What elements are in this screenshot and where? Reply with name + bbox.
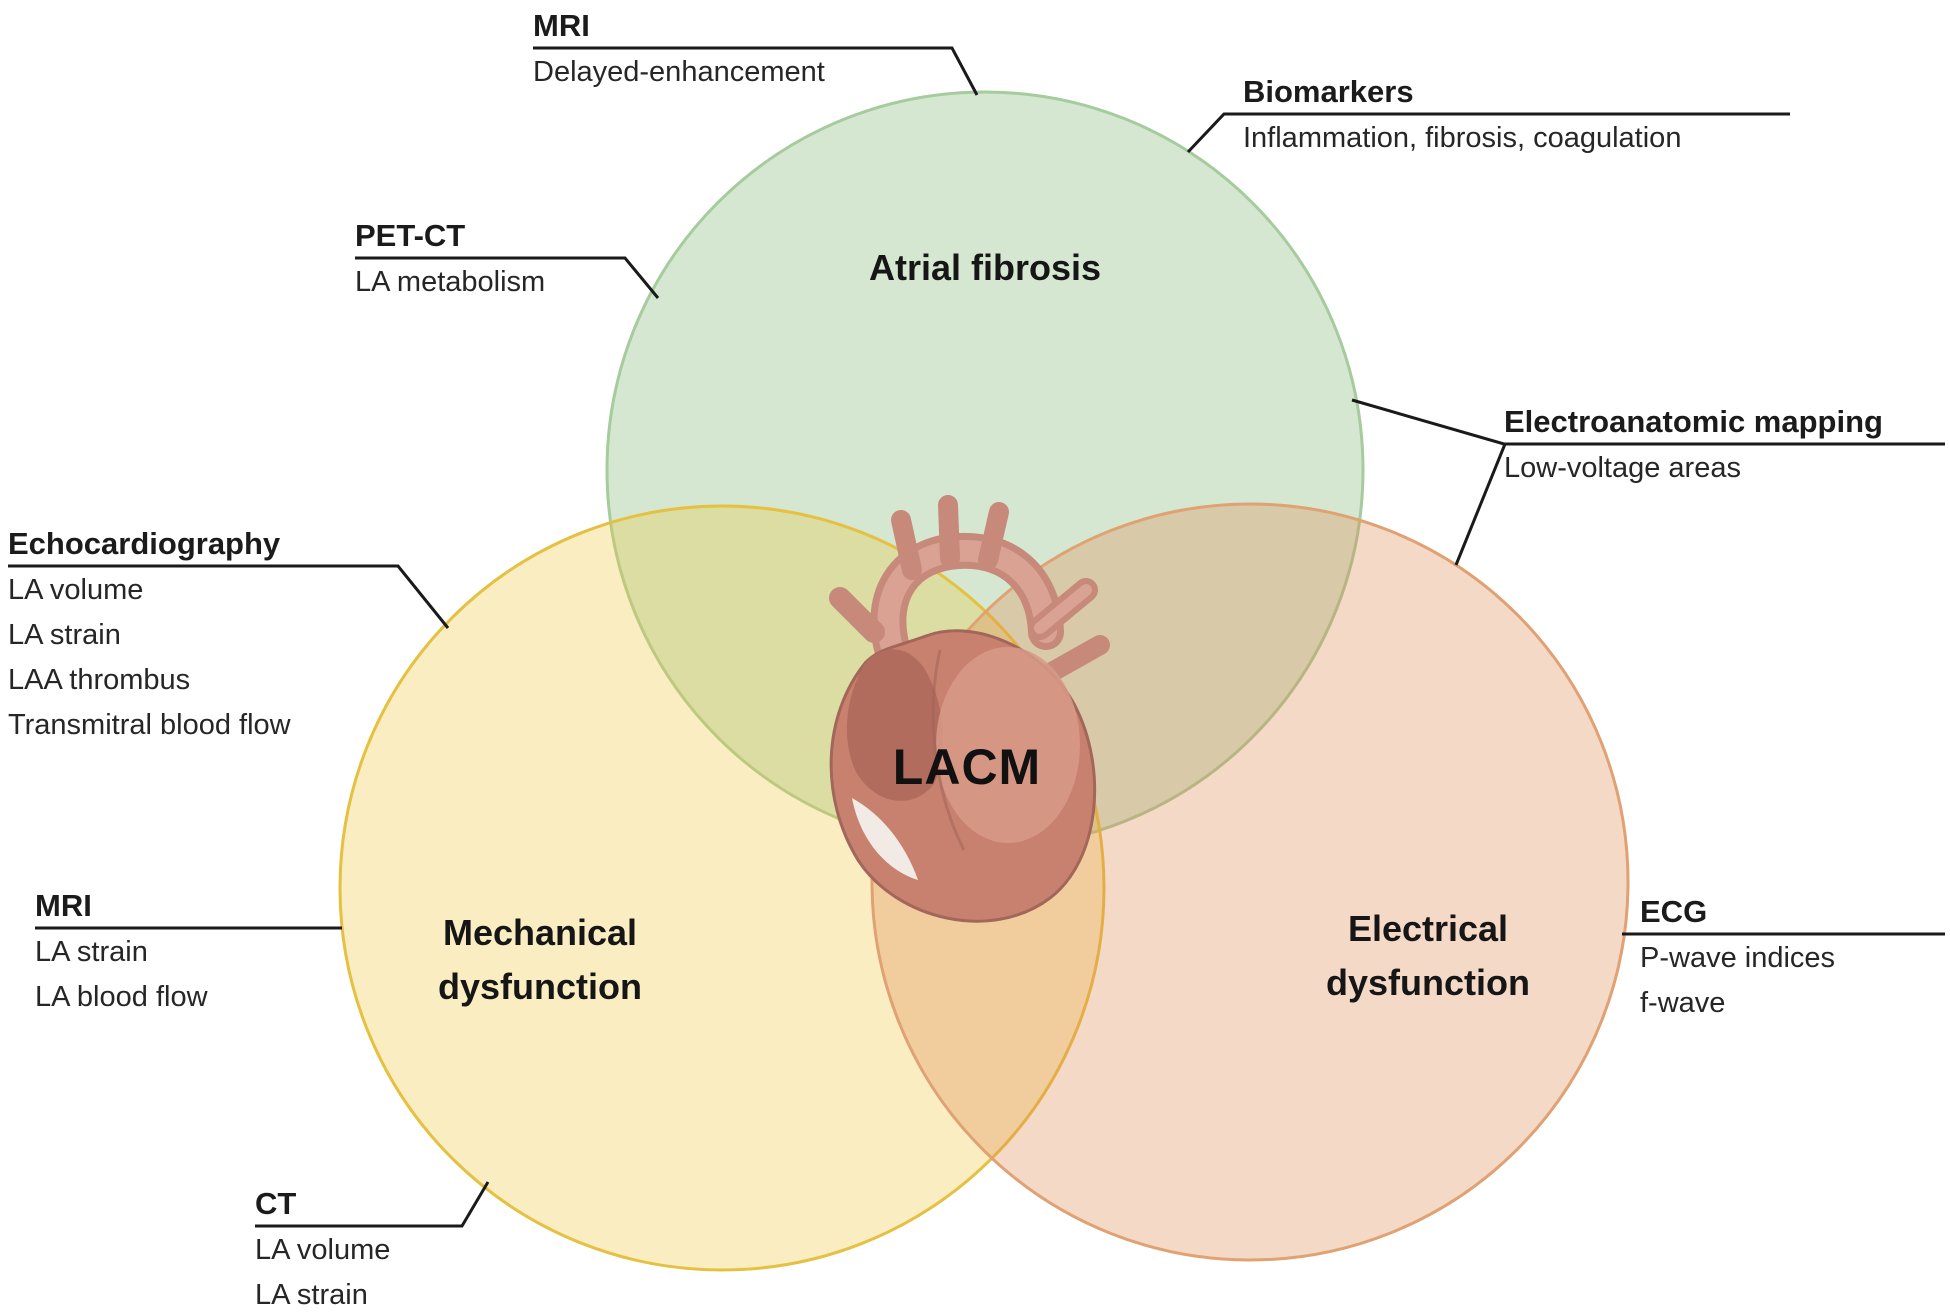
- callout-detail: LA blood flow: [35, 981, 208, 1013]
- vessel-branch-right: [978, 502, 1009, 570]
- callout-electroanatomic-mapping: Electroanatomic mapping Low-voltage area…: [1504, 404, 1883, 491]
- heart-illustration: [829, 495, 1110, 923]
- electrical-dysfunction-label: Electrical dysfunction: [1326, 908, 1530, 1003]
- pulmonary-vein-right-lower: [1042, 635, 1110, 682]
- callout-detail: P-wave indices: [1640, 942, 1836, 974]
- callout-ecg: ECG P-wave indices f-wave: [1640, 894, 1835, 1026]
- pulmonary-vein-left: [829, 587, 885, 643]
- left-atrium-region: [846, 649, 944, 801]
- callout-title: MRI: [35, 888, 92, 923]
- heart-white-streak: [852, 798, 918, 880]
- callout-detail: f-wave: [1640, 987, 1726, 1019]
- leader-line-pet-ct: [355, 256, 660, 299]
- callout-detail: Delayed-enhancement: [533, 56, 825, 88]
- callout-detail: LAA thrombus: [8, 664, 191, 696]
- callout-title: PET-CT: [355, 218, 466, 253]
- mechanical-dysfunction-label: Mechanical dysfunction: [438, 912, 642, 1007]
- callout-title: CT: [255, 1186, 297, 1221]
- vessel-branch-mid: [938, 495, 960, 568]
- callout-mri-mechanical: MRI LA strain LA blood flow: [35, 888, 208, 1020]
- atrial-fibrosis-label: Atrial fibrosis: [868, 247, 1102, 288]
- ventricle-highlight: [936, 647, 1080, 843]
- leader-lines: [8, 46, 1945, 1228]
- callout-title: ECG: [1640, 894, 1708, 929]
- leader-line-mri-fibrosis: [533, 46, 979, 96]
- leader-line-eam-lower: [1454, 443, 1507, 566]
- callout-mri-fibrosis: MRI Delayed-enhancement: [533, 8, 825, 95]
- callout-biomarkers: Biomarkers Inflammation, fibrosis, coagu…: [1243, 74, 1681, 161]
- leader-line-echocardiography: [8, 564, 450, 629]
- pulmonary-vein-right-upper-highlight: [1034, 584, 1092, 634]
- leader-line-biomarkers: [1186, 112, 1790, 154]
- center-label-lacm: LACM: [892, 739, 1042, 795]
- callout-detail: Inflammation, fibrosis, coagulation: [1243, 122, 1682, 154]
- callout-title: Electroanatomic mapping: [1504, 404, 1883, 439]
- callout-detail: LA metabolism: [355, 266, 546, 298]
- callout-detail: Low-voltage areas: [1504, 452, 1741, 484]
- callout-detail: LA strain: [8, 619, 121, 651]
- callout-pet-ct: PET-CT LA metabolism: [355, 218, 545, 305]
- callout-ct: CT LA volume LA strain: [255, 1186, 390, 1316]
- leader-line-ct: [255, 1181, 490, 1228]
- callout-detail: LA volume: [8, 574, 144, 606]
- callout-detail: Transmitral blood flow: [8, 709, 291, 741]
- callout-title: MRI: [533, 8, 590, 43]
- callout-title: Biomarkers: [1243, 74, 1414, 109]
- heart-contour-line: [931, 649, 966, 851]
- callout-echocardiography: Echocardiography LA volume LA strain LAA…: [8, 526, 291, 748]
- callout-title: Echocardiography: [8, 526, 281, 561]
- vessel-branch-left: [891, 510, 922, 580]
- callout-detail: LA strain: [35, 936, 148, 968]
- callout-detail: LA volume: [255, 1234, 391, 1266]
- callout-detail: LA strain: [255, 1279, 368, 1311]
